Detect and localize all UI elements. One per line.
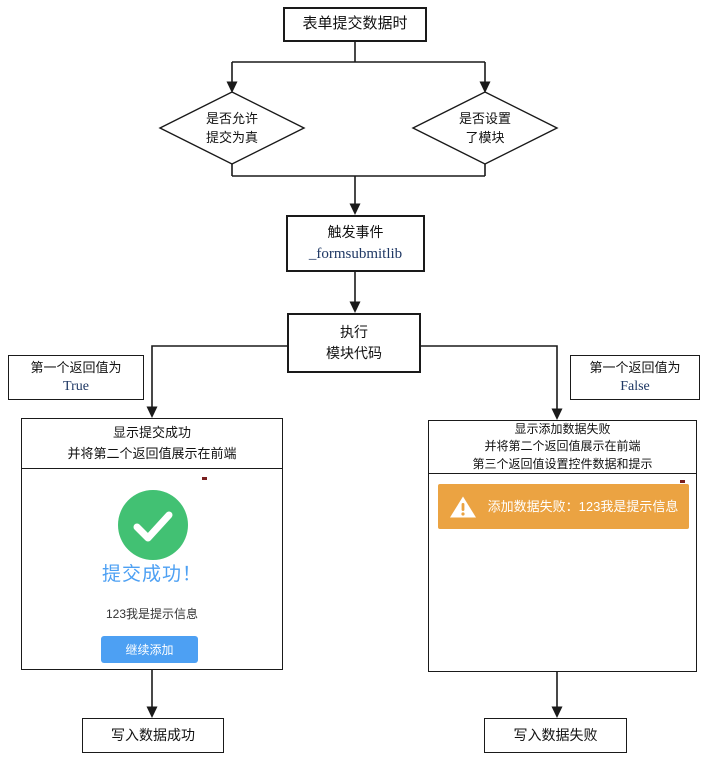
branch-true-value: True xyxy=(63,378,89,394)
branch-label-true: 第一个返回值为 True xyxy=(8,355,144,400)
execute-line2: 模块代码 xyxy=(326,345,382,361)
decision-allow-line1: 是否允许 xyxy=(205,110,258,126)
failure-panel: 显示添加数据失败 并将第二个返回值展示在前端 第三个返回值设置控件数据和提示 添… xyxy=(428,420,697,672)
node-write-failure: 写入数据失败 xyxy=(484,718,627,753)
red-mark-artifact xyxy=(202,477,207,480)
red-mark-artifact xyxy=(680,480,685,483)
node-write-success: 写入数据成功 xyxy=(82,718,224,753)
success-header-line1: 显示提交成功 xyxy=(112,424,191,440)
success-header-line2: 并将第二个返回值展示在前端 xyxy=(67,445,237,461)
decision-allow-diamond xyxy=(158,91,306,165)
failure-header-line1: 显示添加数据失败 xyxy=(514,421,611,436)
success-panel: 显示提交成功 并将第二个返回值展示在前端 提交成功！ 123我是提示信息 继续添… xyxy=(21,418,283,670)
node-trigger-event: 触发事件 _formsubmitlib xyxy=(286,215,425,272)
execute-line1: 执行 xyxy=(340,324,368,340)
warning-triangle-icon xyxy=(449,496,476,517)
branch-false-value: False xyxy=(620,378,650,394)
success-message: 123我是提示信息 xyxy=(105,607,199,621)
decision-module-line1: 是否设置 xyxy=(458,110,511,126)
trigger-event-label: 触发事件 xyxy=(327,223,384,240)
decision-module-line2: 了模块 xyxy=(465,130,505,145)
failure-alert-text: 添加数据失败：123我是提示信息 xyxy=(487,498,679,514)
write-success-label: 写入数据成功 xyxy=(111,727,195,743)
failure-alert-banner: 添加数据失败：123我是提示信息 xyxy=(438,484,689,529)
decision-allow-label: 是否允许 提交为真 xyxy=(160,106,304,150)
node-form-submit: 表单提交数据时 xyxy=(283,7,427,42)
decision-allow-line2: 提交为真 xyxy=(205,130,258,145)
success-title: 提交成功！ xyxy=(101,564,202,585)
decision-module-diamond xyxy=(411,91,559,165)
node-execute-module: 执行 模块代码 xyxy=(287,313,421,373)
success-panel-header: 显示提交成功 并将第二个返回值展示在前端 xyxy=(22,419,282,469)
success-check-icon xyxy=(118,490,188,560)
trigger-event-handler-name: _formsubmitlib xyxy=(308,245,403,262)
failure-header-line2: 并将第二个返回值展示在前端 xyxy=(484,439,641,454)
continue-add-button[interactable]: 继续添加 xyxy=(101,636,198,663)
failure-panel-header: 显示添加数据失败 并将第二个返回值展示在前端 第三个返回值设置控件数据和提示 xyxy=(429,421,696,474)
branch-label-false: 第一个返回值为 False xyxy=(570,355,700,400)
branch-false-text: 第一个返回值为 xyxy=(589,359,681,375)
failure-header-line3: 第三个返回值设置控件数据和提示 xyxy=(472,456,653,471)
arrowheads xyxy=(146,81,563,718)
node-form-submit-label: 表单提交数据时 xyxy=(302,15,408,33)
write-failure-label: 写入数据失败 xyxy=(513,727,598,743)
decision-module-label: 是否设置 了模块 xyxy=(413,106,557,150)
branch-true-text: 第一个返回值为 xyxy=(30,359,122,375)
